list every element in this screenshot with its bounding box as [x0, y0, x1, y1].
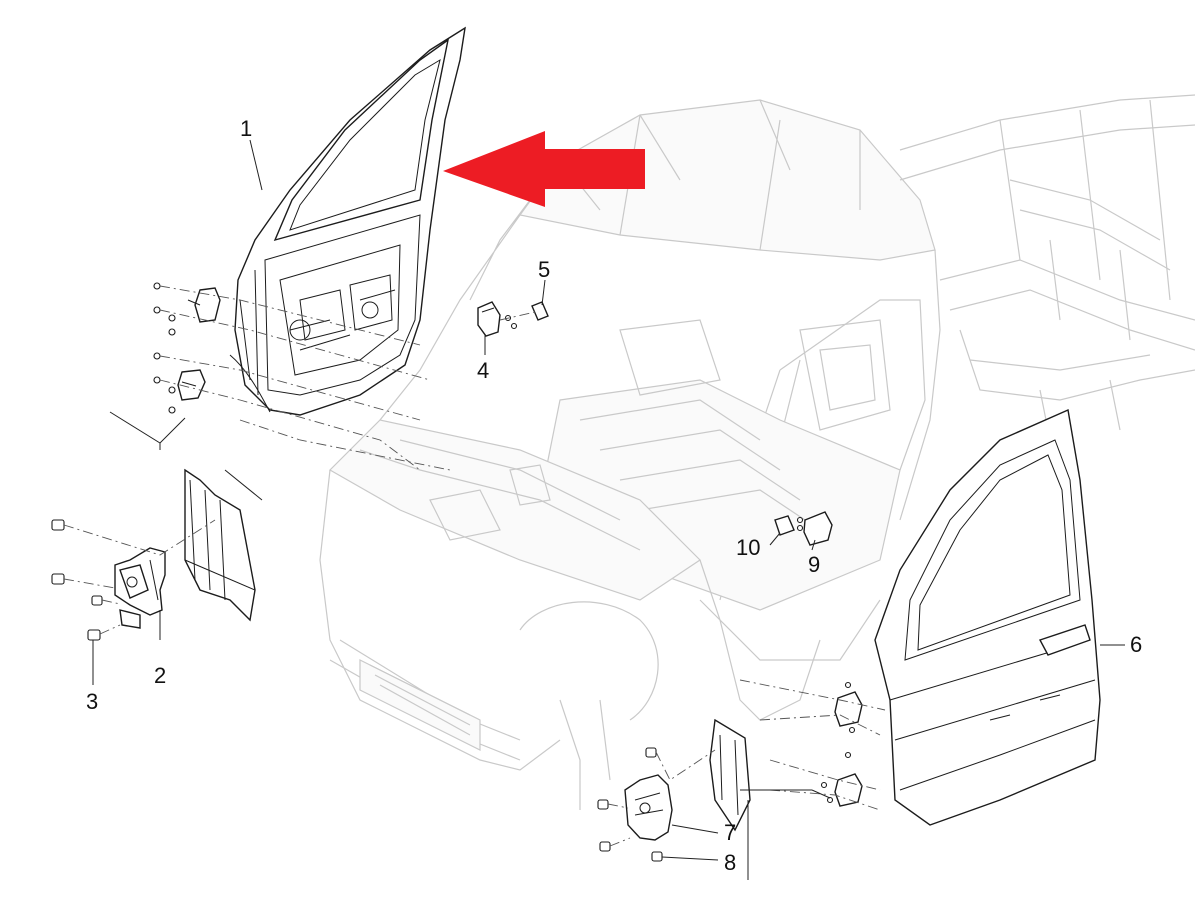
callout-labels: 1 2 3 4 5 6 7 8 9 10	[86, 116, 1142, 875]
explosion-lines-left	[159, 285, 451, 471]
door-assembly-right	[874, 408, 1101, 826]
bolts-part-3	[51, 519, 216, 641]
bolt-part-5	[499, 301, 549, 330]
cab-body-ghost	[319, 94, 1195, 810]
callout-10: 10	[736, 535, 760, 560]
hinge-part-2	[114, 547, 166, 629]
callout-1: 1	[240, 116, 252, 141]
bracket-part-9	[803, 511, 833, 546]
door-assembly-left	[229, 26, 466, 416]
bolts-part-8	[597, 747, 716, 862]
callout-9: 9	[808, 552, 820, 577]
callout-2: 2	[154, 663, 166, 688]
callout-6: 6	[1130, 632, 1142, 657]
hinge-bolts-left	[153, 282, 176, 414]
callout-3: 3	[86, 689, 98, 714]
hinge-part-7	[624, 774, 673, 841]
callout-7: 7	[724, 820, 736, 845]
bracket-part-4	[477, 301, 501, 337]
callout-5: 5	[538, 257, 550, 282]
door-hinges-left	[177, 287, 221, 401]
hinge-detail-left	[109, 411, 263, 622]
bolt-part-10	[774, 515, 804, 536]
leader-lines	[92, 139, 1125, 861]
callout-8: 8	[724, 850, 736, 875]
callout-4: 4	[477, 358, 489, 383]
red-arrow	[443, 131, 645, 207]
hinge-detail-right	[709, 718, 831, 880]
door-hinges-right	[739, 679, 886, 811]
